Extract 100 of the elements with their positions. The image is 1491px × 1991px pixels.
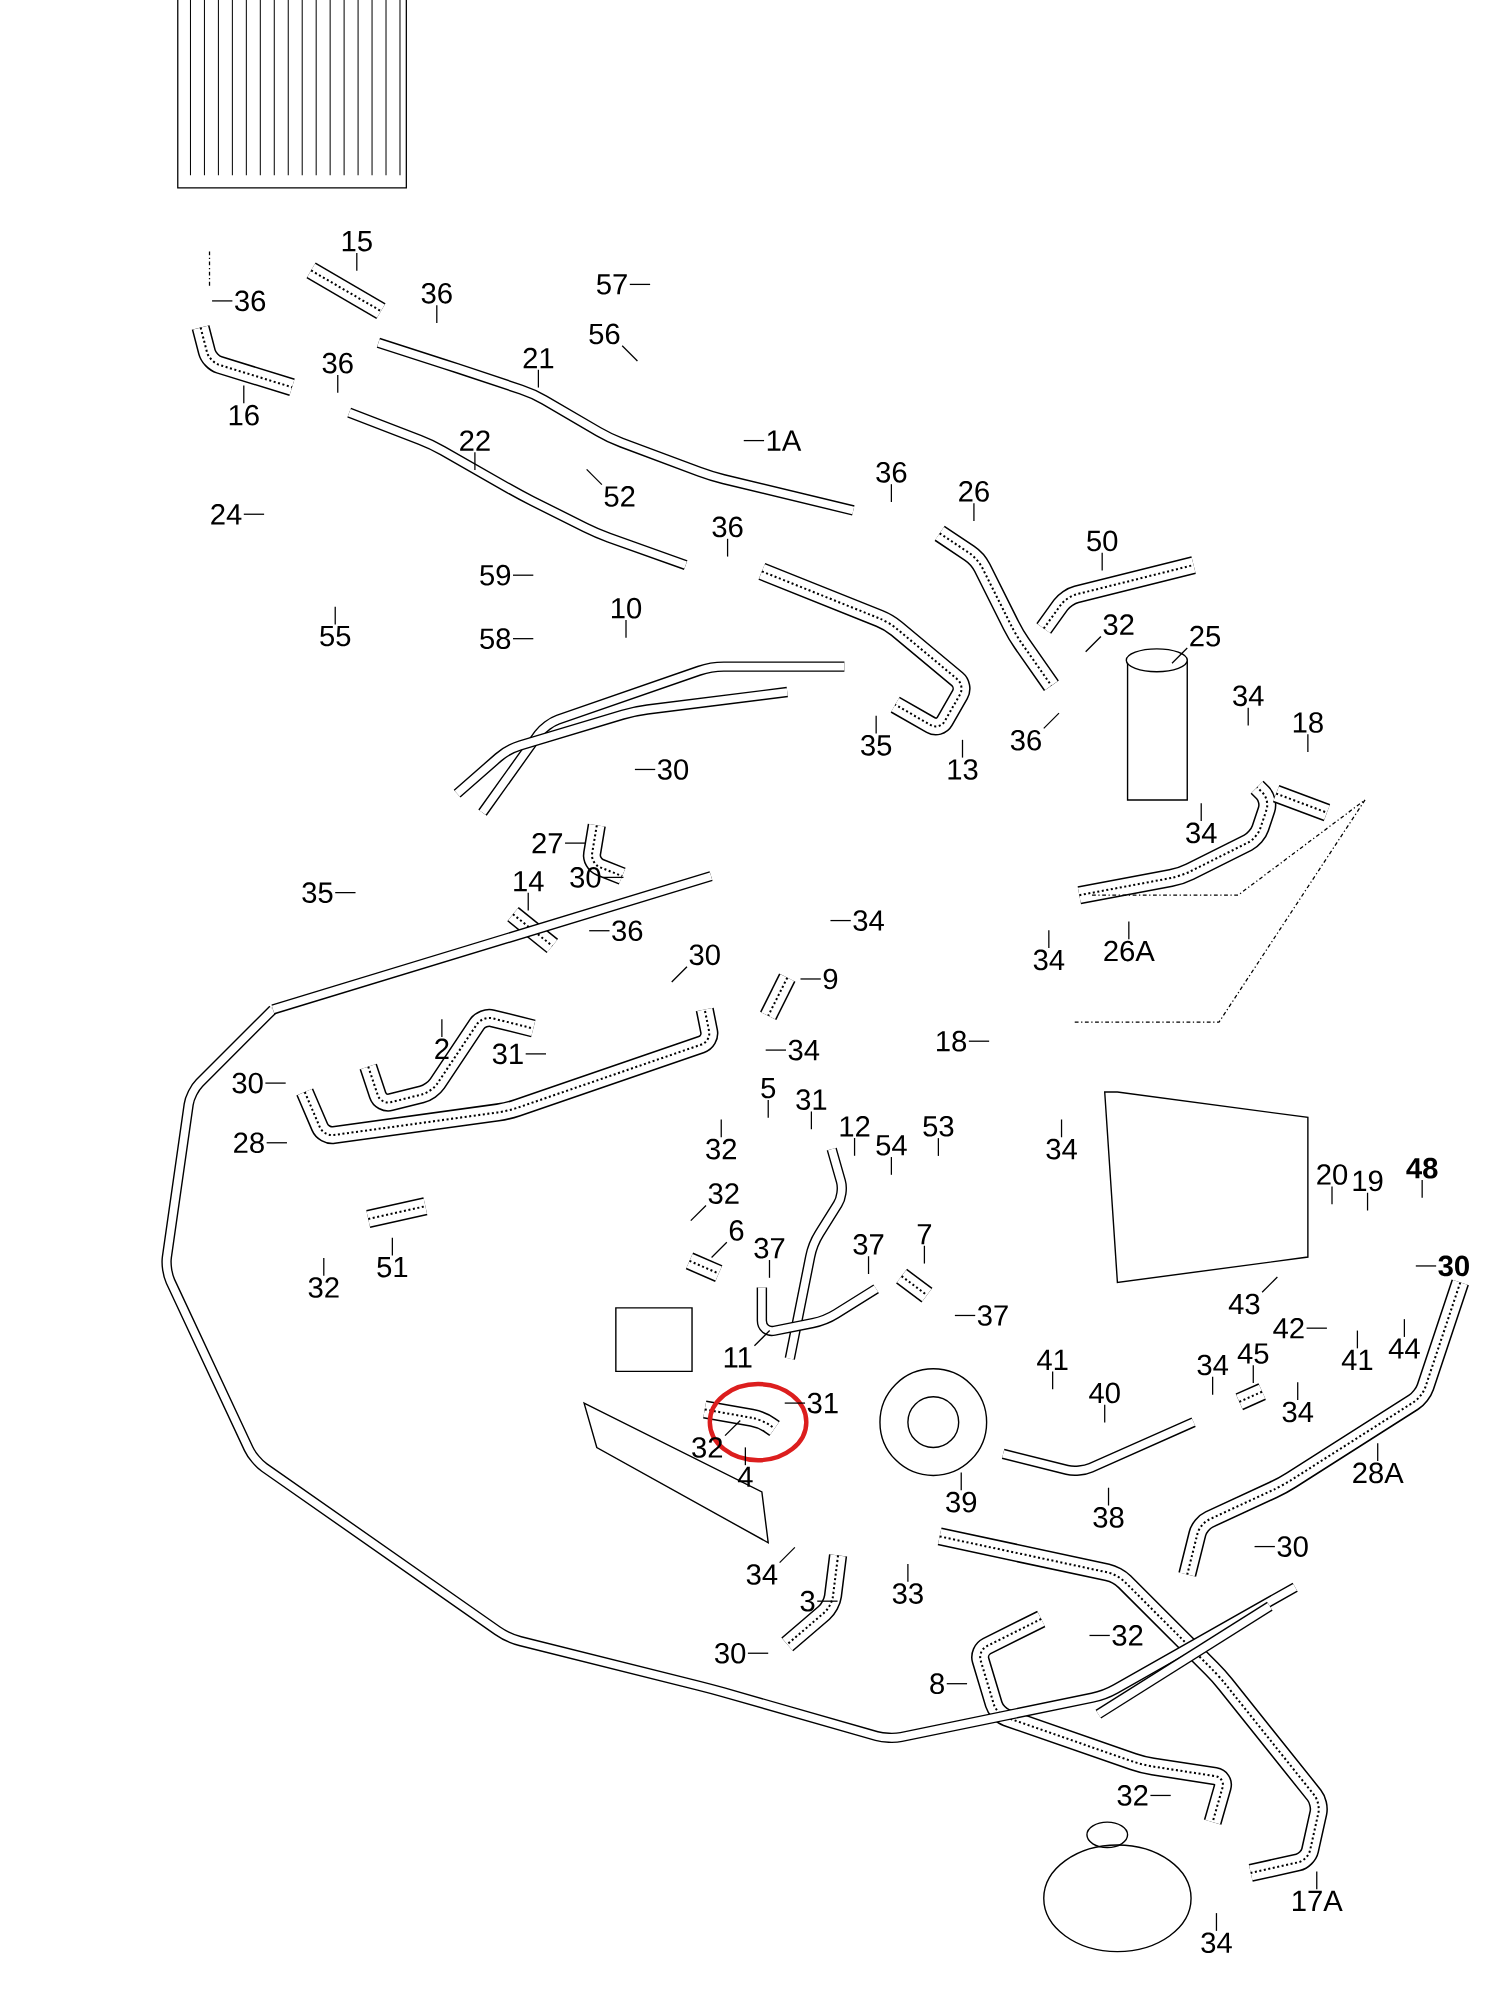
leader-line xyxy=(264,1082,287,1084)
callout-number: 48 xyxy=(1406,1157,1438,1179)
leader-line xyxy=(1297,1381,1299,1401)
leader-line xyxy=(1403,1318,1406,1338)
callout-number: 26 xyxy=(959,481,989,502)
leader-line xyxy=(854,1137,856,1157)
leader-line xyxy=(1331,1185,1333,1205)
callout-number: 37 xyxy=(978,1305,1008,1326)
leader-line xyxy=(1061,1118,1063,1138)
leader-line xyxy=(1367,1192,1369,1212)
callout-number: 7 xyxy=(917,1224,932,1245)
leader-line xyxy=(743,439,765,442)
leader-line xyxy=(784,1402,806,1404)
leader-line xyxy=(512,574,535,576)
leader-line xyxy=(1377,1442,1379,1462)
leader-line xyxy=(1089,1634,1111,1637)
leader-line xyxy=(1421,1179,1423,1199)
callout-number: 31 xyxy=(796,1089,827,1110)
leader-line xyxy=(769,1259,771,1279)
callout-number: 32 xyxy=(1117,1785,1148,1806)
leader-line xyxy=(711,1241,728,1259)
leader-line xyxy=(720,1118,722,1138)
callout-number: 21 xyxy=(523,347,554,369)
callout-number: 35 xyxy=(861,735,892,756)
callout-number: 31 xyxy=(492,1043,523,1065)
leader-line xyxy=(907,1563,909,1583)
callout-number: 36 xyxy=(612,920,643,942)
callout-number: 55 xyxy=(320,625,351,647)
callout-number: 36 xyxy=(712,516,743,538)
callout-number: 17A xyxy=(1293,1890,1343,1911)
leader-line xyxy=(525,1053,547,1055)
leader-line xyxy=(968,1040,990,1042)
callout-number: 37 xyxy=(754,1237,785,1259)
leader-line xyxy=(621,345,639,362)
callout-number: 34 xyxy=(1186,822,1217,844)
callout-number: 34 xyxy=(1033,949,1065,971)
leader-line xyxy=(890,1156,893,1176)
callout-number: 40 xyxy=(1089,1382,1120,1404)
callout-number: 58 xyxy=(480,628,511,649)
callout-number: 32 xyxy=(708,1183,739,1204)
callout-number: 51 xyxy=(377,1257,408,1278)
callout-number: 6 xyxy=(729,1220,744,1241)
callout-number: 37 xyxy=(853,1234,884,1255)
leader-line xyxy=(962,739,964,759)
callout-number: 9 xyxy=(823,968,838,990)
leader-line xyxy=(1128,920,1130,940)
callout-number: 5 xyxy=(761,1078,776,1099)
callout-number: 34 xyxy=(1197,1354,1229,1376)
callout-number: 56 xyxy=(589,323,620,345)
leader-line xyxy=(767,1099,769,1119)
callout-number: 32 xyxy=(308,1277,339,1298)
leader-line xyxy=(512,638,535,640)
callout-number: 30 xyxy=(232,1072,263,1094)
callout-number: 16 xyxy=(229,404,259,426)
leader-line xyxy=(1052,1370,1054,1390)
callout-number: 8 xyxy=(930,1673,945,1695)
callout-number: 53 xyxy=(923,1115,954,1137)
leader-line xyxy=(527,892,529,912)
leader-line xyxy=(744,1446,747,1466)
leader-line xyxy=(629,283,651,286)
leader-line xyxy=(634,768,656,771)
leader-line xyxy=(356,252,358,272)
callout-number: 34 xyxy=(1282,1401,1314,1423)
leader-line xyxy=(1149,1794,1172,1797)
leader-line xyxy=(973,502,975,522)
callout-number: 32 xyxy=(1103,614,1134,636)
callout-number: 41 xyxy=(1037,1349,1068,1370)
callout-number: 50 xyxy=(1087,530,1118,552)
callout-number: 12 xyxy=(840,1116,870,1137)
callout-number: 19 xyxy=(1353,1170,1383,1192)
callout-number: 42 xyxy=(1273,1317,1304,1339)
leader-line xyxy=(1048,929,1050,949)
callout-number: 30 xyxy=(715,1642,746,1664)
callout-number: 41 xyxy=(1342,1349,1373,1370)
leader-line xyxy=(1215,1912,1218,1932)
callout-number: 11 xyxy=(724,1347,752,1368)
leader-line xyxy=(690,1204,707,1222)
leader-line xyxy=(1252,1364,1255,1384)
leader-line xyxy=(334,606,336,626)
leader-line xyxy=(946,1683,968,1685)
callout-number: 34 xyxy=(788,1039,820,1061)
callout-number: 22 xyxy=(460,430,490,451)
callout-number: 33 xyxy=(892,1583,923,1604)
leader-line xyxy=(323,1257,325,1277)
leader-line xyxy=(1171,647,1189,664)
leader-line xyxy=(816,1600,839,1602)
leader-line xyxy=(243,513,265,515)
callout-number: 18 xyxy=(1294,712,1323,733)
callout-number: 1A xyxy=(767,430,802,451)
callout-number: 27 xyxy=(532,832,563,854)
callout-number: 39 xyxy=(946,1491,977,1513)
callout-number: 57 xyxy=(597,274,627,295)
callout-number: 35 xyxy=(302,882,333,903)
callout-number: 18 xyxy=(937,1030,967,1052)
callout-number: 4 xyxy=(738,1466,753,1487)
callout-number: 3 xyxy=(800,1590,815,1612)
callout-number: 54 xyxy=(876,1135,907,1156)
leader-line xyxy=(537,369,540,389)
leader-line xyxy=(829,919,852,922)
callout-number: 59 xyxy=(480,564,511,586)
